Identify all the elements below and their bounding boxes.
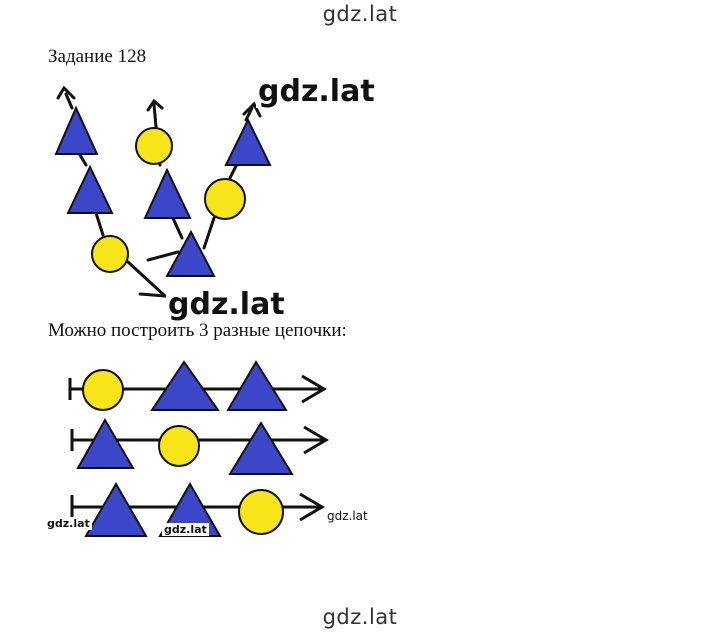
tree-line xyxy=(146,250,180,262)
tree-line xyxy=(244,106,254,122)
watermark-top: gdz.lat xyxy=(322,2,398,26)
tree-circle xyxy=(91,235,129,273)
arrow-head xyxy=(242,101,262,118)
chain-circle xyxy=(82,369,124,411)
chain-triangle xyxy=(228,421,294,475)
tree-circle xyxy=(135,127,173,165)
watermark-bottom: gdz.lat xyxy=(322,605,398,629)
chain-triangle xyxy=(150,360,220,411)
chain-circle xyxy=(158,425,200,467)
tree-line xyxy=(138,292,167,298)
tree-line xyxy=(228,164,238,180)
tree-triangle xyxy=(54,105,99,155)
chains xyxy=(68,360,329,537)
chain-circle xyxy=(238,489,284,535)
arrow-head xyxy=(56,85,76,100)
tree-line xyxy=(152,102,158,129)
tree-line xyxy=(170,214,184,240)
watermark-overlay-1: gdz.lat xyxy=(256,76,379,108)
watermark-small-3: gdz.lat xyxy=(325,509,370,524)
tree-triangle xyxy=(224,117,272,166)
chains-caption: Можно построить 3 разные цепочки: xyxy=(48,320,347,341)
chain-triangle xyxy=(76,417,135,469)
chain-triangle xyxy=(84,481,148,537)
chain-2 xyxy=(70,417,329,475)
tree-line xyxy=(64,92,74,110)
arrow-head xyxy=(146,98,164,112)
tree-circle xyxy=(204,178,246,220)
tree-shapes xyxy=(54,105,272,277)
tree-line xyxy=(94,211,105,237)
chain-1 xyxy=(68,360,327,411)
tree-line xyxy=(126,260,167,298)
task-title: Задание 128 xyxy=(48,46,147,67)
tree-triangle xyxy=(143,167,192,219)
watermark-small-1: gdz.lat xyxy=(45,517,92,531)
watermark-overlay-2: gdz.lat xyxy=(166,289,289,321)
tree-triangle-root xyxy=(165,229,216,277)
chain-triangle xyxy=(226,360,288,411)
tree-line xyxy=(202,216,216,250)
watermark-small-2: gdz.lat xyxy=(162,523,209,537)
tree-triangle xyxy=(66,164,114,214)
tree-line xyxy=(78,153,88,167)
